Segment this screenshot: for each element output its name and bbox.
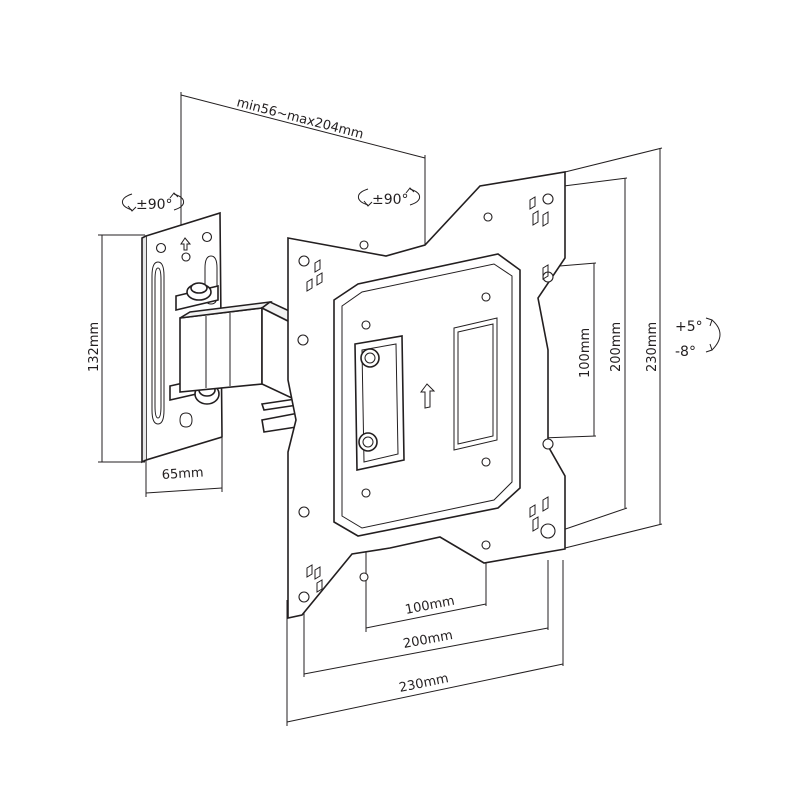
tilt-arrow-icon: [711, 319, 721, 351]
arm-extension-label: min56~max204mm: [235, 95, 365, 142]
wall-swivel-label: ±90°: [136, 197, 173, 213]
tilt-up-label: +5°: [675, 319, 703, 335]
vesa-plate: [287, 171, 566, 619]
vesa-medium-width-label: 200mm: [402, 628, 454, 652]
rotate-arrow-icon: [121, 193, 133, 211]
vesa-medium-height-label: 200mm: [609, 322, 624, 372]
wall-plate-width-label: 65mm: [161, 465, 204, 483]
wall-swivel-indicator: ±90°: [121, 192, 185, 213]
tilt-down-label: -8°: [675, 344, 696, 360]
wall-plate-height-label: 132mm: [87, 322, 102, 372]
vesa-small-width-label: 100mm: [404, 594, 456, 618]
tilt-indicator: +5° -8°: [675, 317, 721, 360]
vesa-large-width-label: 230mm: [398, 671, 450, 696]
up-arrow-icon: [420, 383, 436, 409]
up-arrow-icon: [180, 237, 192, 251]
arm-swivel-indicator: ±90°: [357, 187, 421, 208]
rotate-arrow-icon: [357, 188, 369, 206]
vesa-small-height-label: 100mm: [578, 328, 593, 378]
dimension-lines: [98, 92, 663, 726]
arm-swivel-label: ±90°: [372, 192, 409, 208]
vesa-large-height-label: 230mm: [645, 322, 660, 372]
